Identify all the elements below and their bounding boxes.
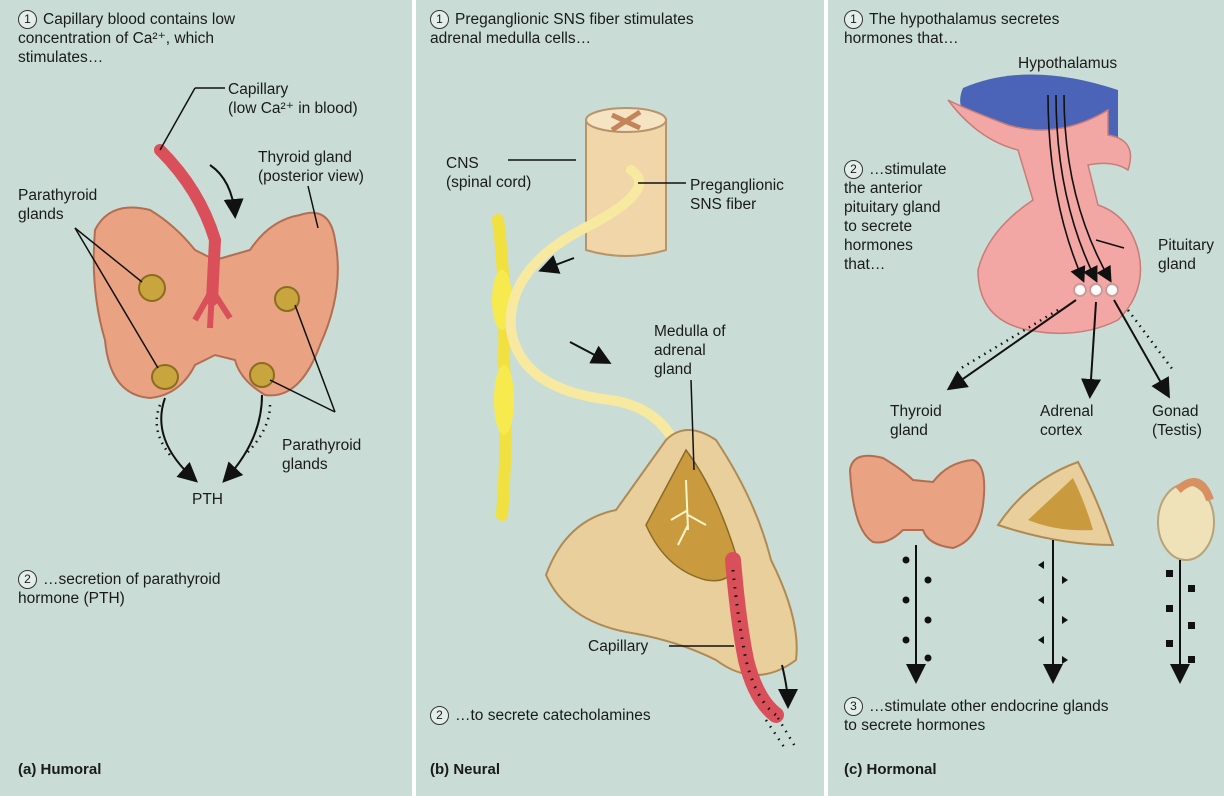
- cns-label: CNS (spinal cord): [446, 154, 531, 192]
- adrenal-cortex-label: Adrenal cortex: [1040, 402, 1093, 440]
- parathyroid-gland: [152, 365, 178, 389]
- humoral-illustration: [0, 0, 412, 796]
- neural-step-2: 2…to secrete catecholamines: [430, 706, 651, 725]
- parathyroid-gland: [139, 275, 165, 301]
- hypothalamus-label: Hypothalamus: [1018, 54, 1117, 73]
- thyroid-gland: [850, 456, 984, 548]
- caption-neural: (b) Neural: [430, 761, 500, 778]
- pituitary-gland: [948, 100, 1141, 333]
- gonad-testis-label: Gonad (Testis): [1152, 402, 1202, 440]
- parathyroid-glands-label-left: Parathyroid glands: [18, 186, 97, 224]
- caption-humoral: (a) Humoral: [18, 761, 101, 778]
- parathyroid-gland: [250, 363, 274, 387]
- caption-hormonal: (c) Hormonal: [844, 761, 937, 778]
- step-number: 1: [430, 10, 449, 29]
- parathyroid-glands-label-right: Parathyroid glands: [282, 436, 361, 474]
- step-number: 1: [18, 10, 37, 29]
- step-number: 2: [844, 160, 863, 179]
- capillary-label: Capillary: [588, 637, 648, 656]
- thyroid-gland-label: Thyroid gland (posterior view): [258, 148, 364, 186]
- humoral-step-2: 2…secretion of parathyroid hormone (PTH): [18, 570, 220, 608]
- hormonal-step-3: 3…stimulate other endocrine glands to se…: [844, 697, 1109, 735]
- adrenal-medulla-label: Medulla of adrenal gland: [654, 322, 726, 379]
- capillary-label: Capillary (low Ca²⁺ in blood): [228, 80, 358, 118]
- step-number: 2: [18, 570, 37, 589]
- step-number: 3: [844, 697, 863, 716]
- neural-illustration: [416, 0, 824, 796]
- step-number: 2: [430, 706, 449, 725]
- preganglionic-fiber-label: Preganglionic SNS fiber: [690, 176, 784, 214]
- spinal-cord: [586, 120, 666, 256]
- thyroid-gland-label: Thyroid gland: [890, 402, 942, 440]
- hormonal-illustration: [828, 0, 1224, 796]
- pituitary-gland-label: Pituitary gland: [1158, 236, 1214, 274]
- hormonal-step-2: 2…stimulate the anterior pituitary gland…: [844, 160, 947, 274]
- step-number: 1: [844, 10, 863, 29]
- pth-label: PTH: [192, 490, 223, 509]
